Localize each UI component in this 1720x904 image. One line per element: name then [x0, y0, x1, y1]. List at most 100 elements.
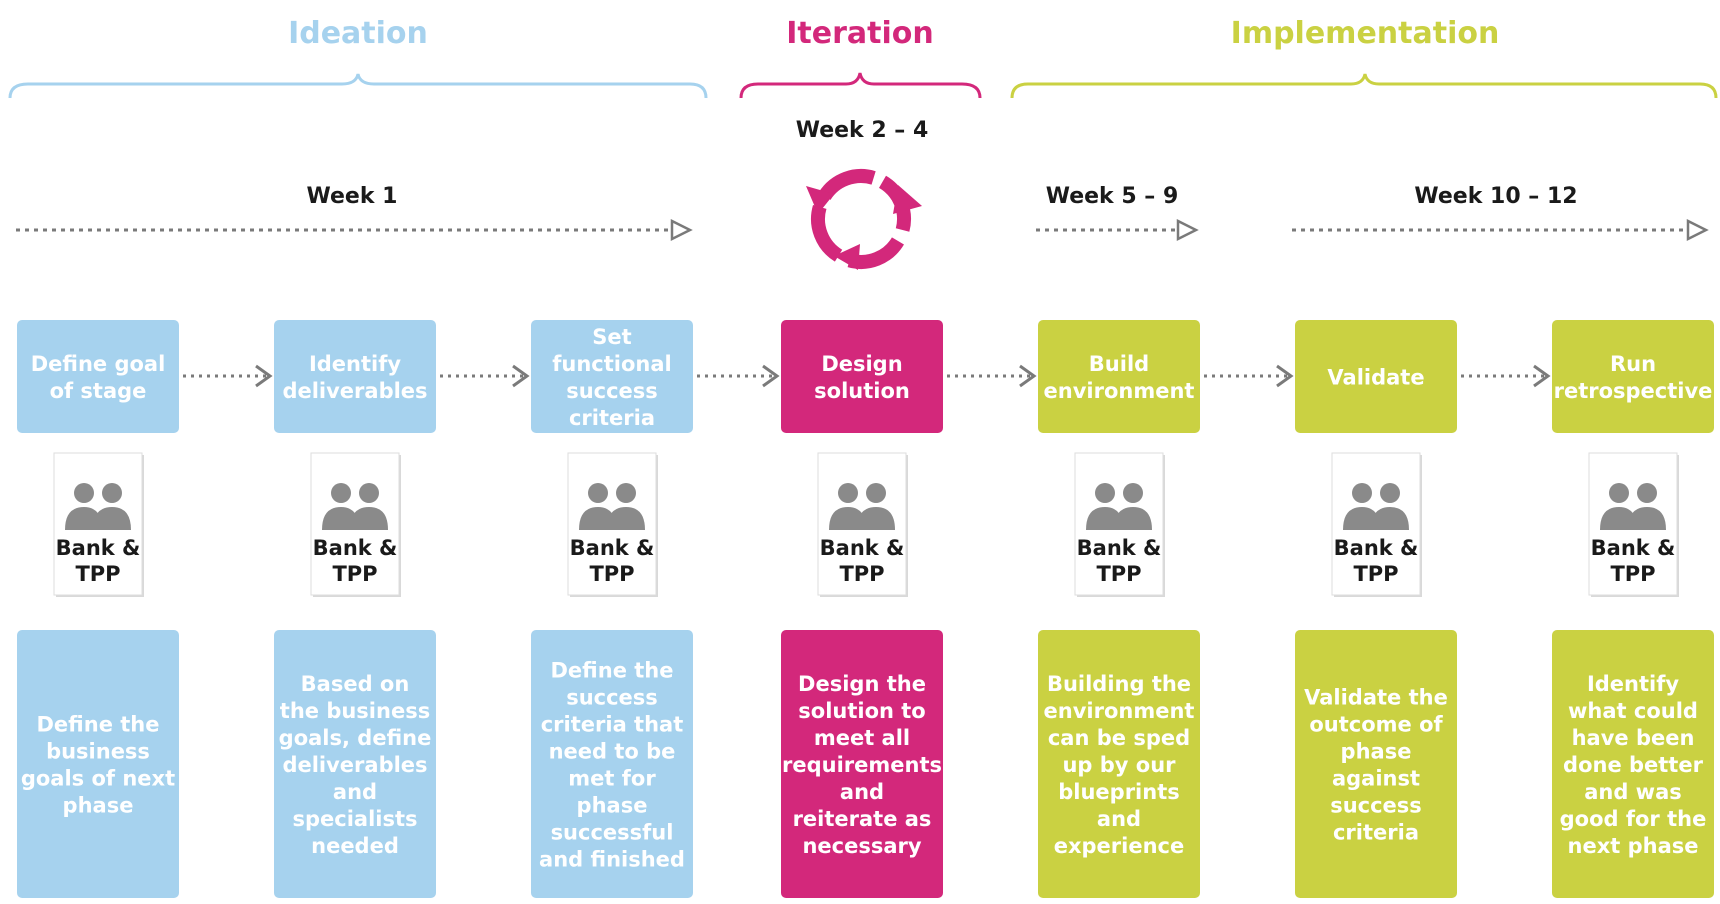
people-icon [322, 483, 388, 530]
role-label-line: TPP [332, 562, 377, 586]
phase-title-implementation: Implementation [1231, 16, 1500, 51]
role-label-line: TPP [589, 562, 634, 586]
stage-description-line: and [333, 780, 377, 804]
stage-title-line: Build [1089, 352, 1149, 376]
stage-description-line: meet all [814, 726, 910, 750]
stage-description-line: Define the [37, 713, 160, 737]
stage-description-box [274, 630, 436, 898]
stage-description-line: phase [577, 794, 648, 818]
stage-title-box [531, 320, 693, 433]
people-icon [1600, 483, 1666, 530]
stage-description-line: goals, define [279, 726, 432, 750]
people-icon [829, 483, 895, 530]
stage-title-line: of stage [50, 379, 147, 403]
stage-description-line: successful [551, 821, 674, 845]
stage-description-line: against [1332, 767, 1420, 791]
stage-description-line: solution to [798, 699, 925, 723]
stage-title-box [17, 320, 179, 433]
stage-title-line: Set [592, 325, 631, 349]
phase-title-ideation: Ideation [288, 16, 428, 51]
role-label-line: Bank & [1077, 536, 1162, 560]
stage-description-line: Define the [551, 659, 674, 683]
stage-description-line: Validate the [1304, 686, 1448, 710]
role-label-line: Bank & [56, 536, 141, 560]
stage-description-line: and finished [539, 848, 685, 872]
stage-description-line: business [46, 740, 150, 764]
connector-arrow [697, 364, 780, 388]
stage-description-line: Building the [1047, 672, 1191, 696]
people-icon [1086, 483, 1152, 530]
stage-title-line: criteria [569, 406, 655, 430]
stage-description-line: good for the [1560, 807, 1707, 831]
connector-arrow [440, 364, 530, 388]
stage-title-line: success [566, 379, 658, 403]
stage-title-line: Validate [1327, 366, 1424, 390]
role-label-line: TPP [1610, 562, 1655, 586]
stage-description-line: the business [280, 699, 430, 723]
stage-description-line: Identify [1587, 672, 1679, 696]
stage-description-line: environment [1044, 699, 1195, 723]
connector-arrow [1461, 364, 1551, 388]
stage-description-line: and was [1584, 780, 1682, 804]
stage-description-box [531, 630, 693, 898]
role-label-line: Bank & [1334, 536, 1419, 560]
timeline-arrow-week-10-12 [1292, 218, 1709, 242]
week-label-1: Week 1 [307, 184, 398, 209]
timeline-arrow-week-5-9 [1036, 218, 1199, 242]
role-label-line: TPP [1353, 562, 1398, 586]
week-label-5-9: Week 5 – 9 [1046, 184, 1179, 209]
stage-description-line: success [566, 686, 658, 710]
stage-description-line: and [1097, 807, 1141, 831]
stage-description-line: success [1330, 794, 1422, 818]
stage-connectors [183, 364, 1551, 388]
stage-description-line: outcome of [1309, 713, 1443, 737]
brace-implementation [1010, 73, 1718, 99]
stage-title-line: Run [1610, 352, 1656, 376]
stage-description-line: blueprints [1058, 780, 1180, 804]
stage-description-line: requirements [782, 753, 942, 777]
role-label-line: Bank & [570, 536, 655, 560]
stage-description-box [17, 630, 179, 898]
stage-description-box [1295, 630, 1457, 898]
stage-description-line: deliverables [282, 753, 427, 777]
stage-title-box [781, 320, 943, 433]
connector-arrow [183, 364, 273, 388]
stage-description-box [781, 630, 943, 898]
stage-title-line: solution [814, 379, 910, 403]
week-label-10-12: Week 10 – 12 [1414, 184, 1577, 209]
timeline-arrow-week-1 [16, 218, 693, 242]
stage-description-box [1038, 630, 1200, 898]
stage-title-line: functional [552, 352, 671, 376]
stage-description-line: criteria that [541, 713, 684, 737]
stage-description-line: necessary [802, 834, 921, 858]
stage-description-line: phase [1341, 740, 1412, 764]
connector-arrow [1204, 364, 1294, 388]
role-label-line: Bank & [1591, 536, 1676, 560]
stage-title-box [274, 320, 436, 433]
week-label-2-4: Week 2 – 4 [796, 118, 929, 143]
stage-description-line: have been [1572, 726, 1695, 750]
connector-arrow [947, 364, 1037, 388]
stage-description-line: Design the [798, 672, 926, 696]
stage-description-line: need to be [549, 740, 676, 764]
stage-description-line: criteria [1333, 821, 1419, 845]
stage-description-line: experience [1054, 834, 1185, 858]
stage-title-line: Design [821, 352, 902, 376]
cycle-arrows-icon [806, 169, 922, 270]
stage-description-line: met for [568, 767, 656, 791]
stage-title-box [1295, 320, 1457, 433]
stage-description-line: can be sped [1048, 726, 1190, 750]
people-icon [1343, 483, 1409, 530]
role-label-line: TPP [839, 562, 884, 586]
stage-title-line: deliverables [282, 379, 427, 403]
stage-description-line: specialists [292, 807, 417, 831]
stage-description-line: goals of next [21, 767, 175, 791]
phase-title-iteration: Iteration [786, 16, 933, 51]
